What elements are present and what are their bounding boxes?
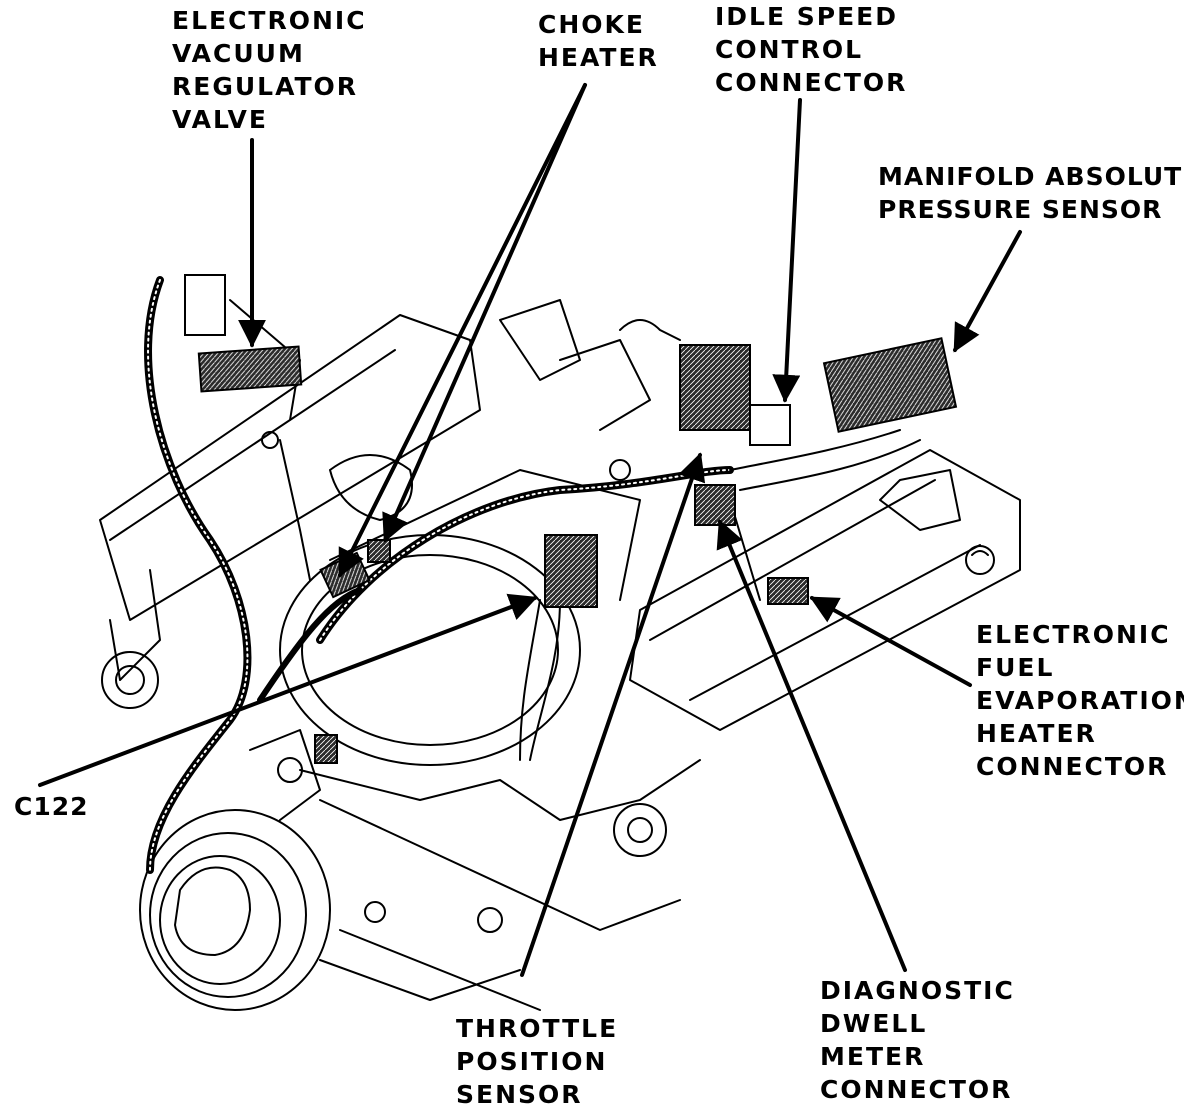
arrow-isc-connector xyxy=(772,98,802,403)
leader-arrows xyxy=(38,83,1022,977)
arrow-efe-heater xyxy=(809,596,972,687)
evr-valve-body xyxy=(197,345,303,393)
tps-connector-body xyxy=(544,534,598,608)
efe-connector-body xyxy=(767,577,809,605)
left-valve-cover xyxy=(99,314,481,621)
map-sensor-body xyxy=(822,337,958,433)
arrow-choke-heater-a xyxy=(338,83,587,578)
crankshaft-pulley xyxy=(139,809,331,1011)
label-tps: THROTTLE POSITION SENSOR xyxy=(456,1014,619,1108)
isc-connector-body xyxy=(679,344,751,431)
label-efe-heater: ELECTRONIC FUEL EVAPORATION HEATER CONNE… xyxy=(976,620,1184,781)
label-map-sensor: MANIFOLD ABSOLUTE PRESSURE SENSOR xyxy=(878,162,1184,224)
shaded-components xyxy=(184,274,958,764)
label-evr-valve: ELECTRONIC VACUUM REGULATOR VALVE xyxy=(172,6,367,134)
dwell-connector-body xyxy=(694,484,736,526)
right-valve-cover xyxy=(629,449,1021,731)
label-c122: C122 xyxy=(14,792,89,821)
arrow-tps xyxy=(520,452,706,977)
arrow-dwell-connector xyxy=(716,519,907,972)
label-dwell-connector: DIAGNOSTIC DWELL METER CONNECTOR xyxy=(820,976,1015,1104)
label-isc-connector: IDLE SPEED CONTROL CONNECTOR xyxy=(715,2,908,97)
arrow-c122 xyxy=(38,593,538,787)
label-choke-heater: CHOKE HEATER xyxy=(538,10,659,72)
arrow-map-sensor xyxy=(953,230,1022,353)
arrow-choke-heater-b xyxy=(382,83,587,543)
